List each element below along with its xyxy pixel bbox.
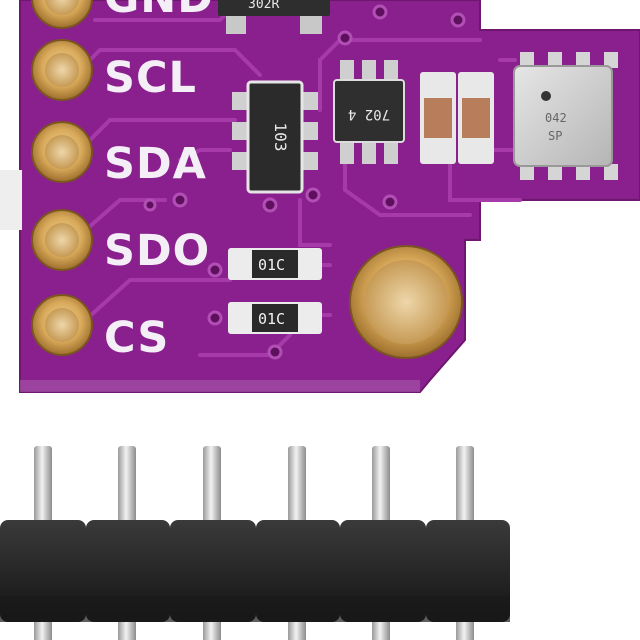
board-edge: [0, 170, 22, 230]
vias: [143, 4, 466, 360]
sensor-label-line2: SP: [548, 129, 562, 143]
header-pin-6: [456, 446, 474, 530]
header-pin-5: [372, 446, 390, 530]
resistor-2-label: 01C: [258, 310, 285, 328]
pin-label-sdo: SDO: [104, 226, 210, 276]
resistor-network-label: 103: [271, 123, 290, 152]
header-pin-3: [203, 446, 221, 530]
header-pins: [34, 446, 474, 640]
header-pin-2: [118, 446, 136, 530]
resistor-network: 103: [232, 80, 318, 194]
regulator-label: 702 4: [348, 106, 390, 122]
chip-top: 302R: [218, 0, 330, 34]
sensor-package: 042 SP: [513, 52, 618, 180]
pin-label-scl: SCL: [104, 53, 197, 103]
pin-pads: [31, 0, 93, 356]
pin-labels: GND SCL SDA SDO CS: [104, 0, 214, 363]
board-bottom-edge: [20, 380, 420, 392]
pin-header: [0, 446, 510, 640]
resistor-1-label: 01C: [258, 256, 285, 274]
pcb-board: GND SCL SDA SDO CS 302R 103: [0, 0, 640, 393]
resistor-1: 01C: [228, 248, 322, 280]
capacitors: [420, 72, 494, 164]
pin-label-sda: SDA: [104, 139, 207, 189]
mounting-hole: [349, 245, 463, 359]
header-body: [0, 520, 510, 622]
resistor-2: 01C: [228, 302, 322, 334]
pin-label-gnd: GND: [104, 0, 214, 23]
sensor-label-line1: 042: [545, 111, 567, 125]
header-pin-1: [34, 446, 52, 530]
pin-label-cs: CS: [104, 313, 169, 363]
chip-top-label: 302R: [248, 0, 279, 12]
regulator-chip: 702 4: [333, 60, 405, 164]
sensor-vent-hole: [541, 91, 551, 101]
header-pin-4: [288, 446, 306, 530]
